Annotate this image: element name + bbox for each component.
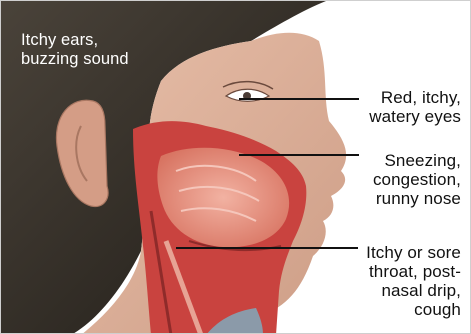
nose-leader-line <box>239 154 359 156</box>
eyes-label-line-1: Red, itchy, <box>369 88 461 107</box>
ears-label-line-2: buzzing sound <box>21 50 129 69</box>
nose-label: Sneezing, congestion, runny nose <box>373 151 461 208</box>
throat-label-line-2: throat, post- <box>366 262 461 281</box>
ears-label-line-1: Itchy ears, <box>21 31 129 50</box>
nose-label-line-2: congestion, <box>373 170 461 189</box>
eyes-label-line-2: watery eyes <box>369 107 461 126</box>
eyes-label: Red, itchy, watery eyes <box>369 88 461 126</box>
throat-leader-line <box>176 247 358 249</box>
nose-label-line-1: Sneezing, <box>373 151 461 170</box>
eyes-leader-line <box>239 98 359 100</box>
throat-label-line-1: Itchy or sore <box>366 243 461 262</box>
throat-label-line-3: nasal drip, <box>366 281 461 300</box>
ears-label: Itchy ears, buzzing sound <box>21 31 129 69</box>
nose-label-line-3: runny nose <box>373 189 461 208</box>
throat-label: Itchy or sore throat, post- nasal drip, … <box>366 243 461 319</box>
throat-label-line-4: cough <box>366 300 461 319</box>
